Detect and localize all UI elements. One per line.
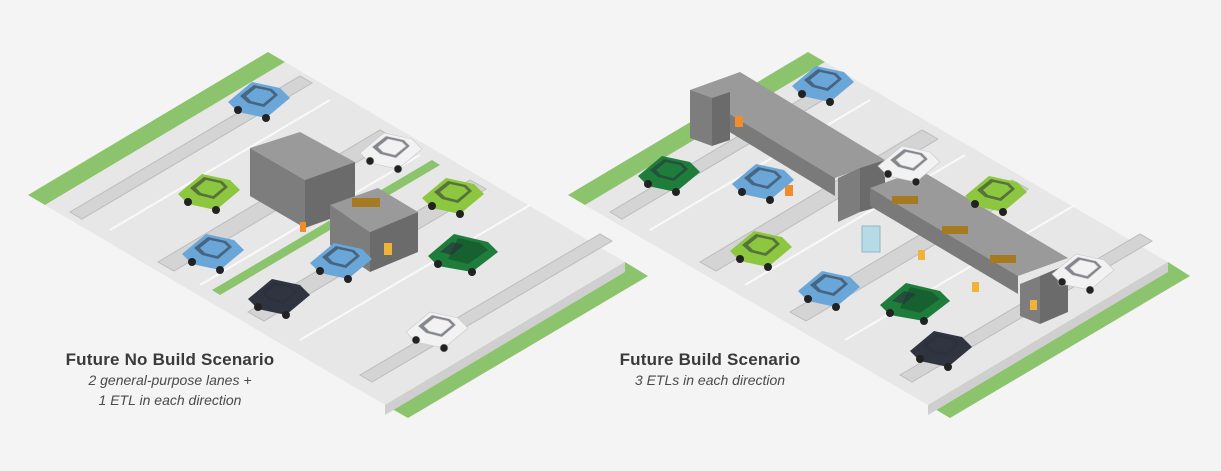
build-caption: Future Build Scenario 3 ETLs in each dir… (560, 350, 860, 390)
build-scene (568, 52, 1190, 418)
no-build-scene (28, 52, 648, 418)
grass-strip-front-right (928, 262, 1190, 418)
build-subtitle-line-1: 3 ETLs in each direction (634, 372, 786, 388)
grass-strip-front (385, 262, 648, 418)
no-build-caption: Future No Build Scenario 2 general-purpo… (20, 350, 320, 410)
no-build-subtitle-line-1: 2 general-purpose lanes + (88, 372, 252, 388)
toll-gantry-right-back (690, 72, 885, 222)
roadway-edge-right (928, 262, 1168, 415)
toll-gantry-right-front (861, 170, 1068, 324)
no-build-title: Future No Build Scenario (65, 350, 275, 369)
roadway-edge (385, 262, 625, 415)
grass-strip-back (28, 52, 285, 205)
no-build-subtitle-line-2: 1 ETL in each direction (98, 392, 242, 408)
build-title: Future Build Scenario (619, 350, 801, 369)
